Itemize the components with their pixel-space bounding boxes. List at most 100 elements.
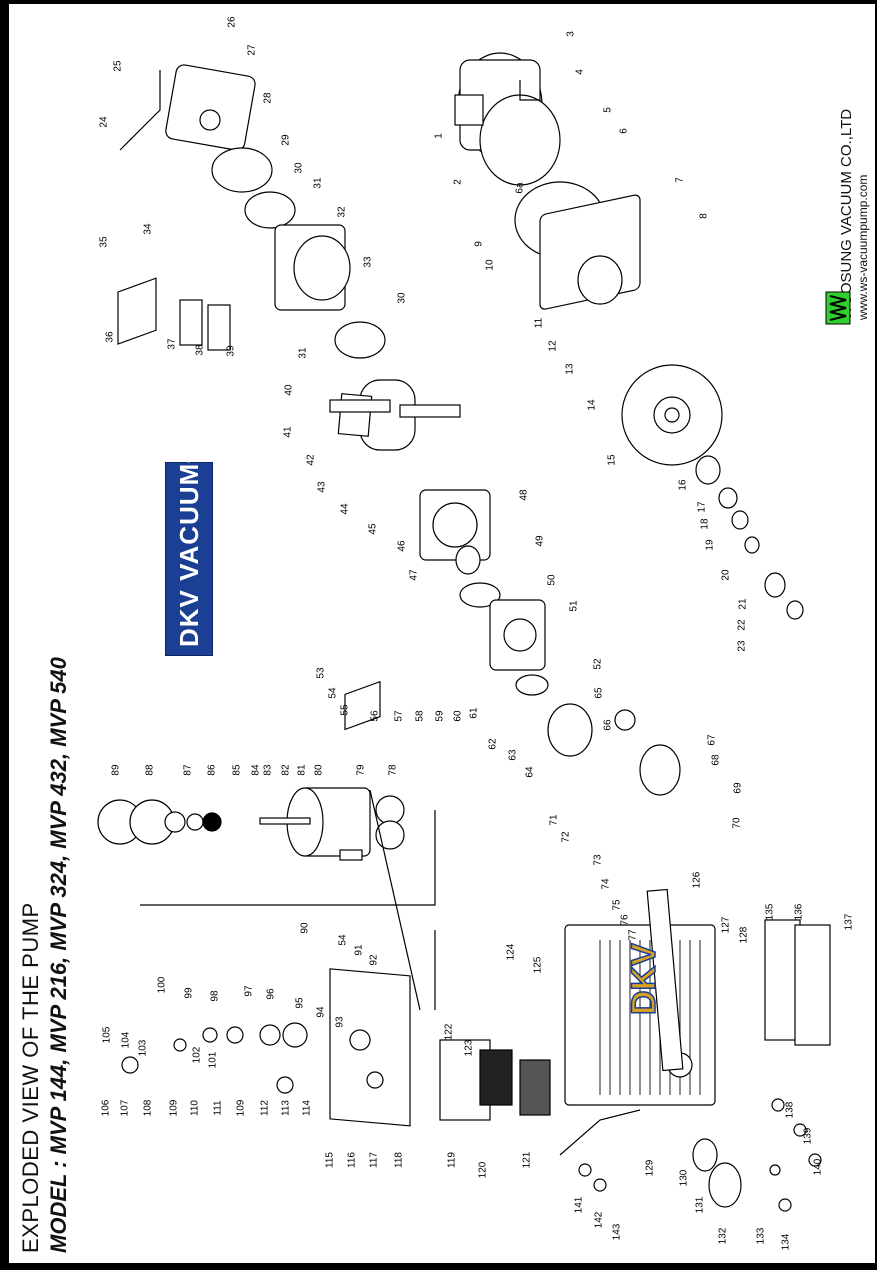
- part-label: 138: [784, 1101, 796, 1119]
- gasket: [211, 147, 273, 193]
- part-label: 68: [710, 754, 722, 766]
- part-label: 129: [644, 1159, 656, 1177]
- part-label: 57: [393, 710, 405, 722]
- dkv-vacuum-badge: DKV VACUUM®: [165, 443, 213, 656]
- part-label: 85: [231, 764, 243, 776]
- part-label: 38: [194, 344, 206, 356]
- part-label: 27: [246, 44, 258, 56]
- part-label: 5: [602, 107, 614, 113]
- part-label: 19: [704, 539, 716, 551]
- part-label: 37: [166, 338, 178, 350]
- part-label: 123: [463, 1039, 475, 1057]
- part-label: 140: [812, 1158, 824, 1176]
- part-label: 76: [619, 914, 631, 926]
- sight-cover: [794, 924, 831, 1046]
- part-label: 64: [524, 766, 536, 778]
- part-label: 142: [593, 1211, 605, 1229]
- part-label: 18: [699, 518, 711, 530]
- part-label: 47: [408, 569, 420, 581]
- part-label: 17: [696, 501, 708, 513]
- part-label: 115: [324, 1152, 336, 1168]
- part-label: 97: [243, 985, 255, 997]
- part-label: 103: [137, 1039, 149, 1057]
- filter-mesh: [519, 1059, 551, 1116]
- fan: [621, 364, 723, 466]
- part-label: 6: [618, 128, 630, 134]
- tank-dkv-logo: DKV: [625, 943, 663, 1015]
- part-label: 33: [362, 256, 374, 268]
- part-label: 31: [297, 347, 309, 359]
- part-label: 75: [611, 899, 623, 911]
- part-label: 122: [443, 1023, 455, 1041]
- part-label: 98: [209, 990, 221, 1002]
- part-label: 67: [706, 734, 718, 746]
- part-label: 137: [843, 913, 855, 931]
- part-label: 46: [396, 540, 408, 552]
- part-label: 128: [738, 926, 750, 944]
- lid-fittings: [121, 1022, 308, 1094]
- part-label: 86: [206, 764, 218, 776]
- part-label: 48: [518, 489, 530, 501]
- part-label: 58: [414, 710, 426, 722]
- part-label: 1: [433, 133, 445, 139]
- part-label: 136: [793, 903, 805, 921]
- part-label: 81: [296, 764, 308, 776]
- part-label: 11: [533, 317, 545, 329]
- part-label: 77: [627, 929, 639, 941]
- part-label: 127: [720, 916, 732, 934]
- part-label: 42: [305, 454, 317, 466]
- bearings: [695, 455, 804, 620]
- part-label: 84: [250, 764, 262, 776]
- part-label: 66: [602, 719, 614, 731]
- part-label: 120: [477, 1161, 489, 1179]
- separator-parts: [97, 799, 311, 845]
- part-label: 34: [142, 223, 154, 235]
- part-label: 7: [674, 177, 686, 183]
- part-label: 94: [315, 1006, 327, 1018]
- part-label: 89: [110, 764, 122, 776]
- part-label: 109: [235, 1099, 247, 1117]
- part-label: 49: [534, 535, 546, 547]
- part-label: 56: [369, 710, 381, 722]
- part-label: 26: [226, 16, 238, 28]
- part-label: 25: [112, 60, 124, 72]
- part-label: 90: [299, 922, 311, 934]
- part-label: 39: [225, 345, 237, 357]
- part-label: 40: [283, 384, 295, 396]
- part-label: 132: [717, 1227, 729, 1245]
- part-label: 30: [396, 292, 408, 304]
- tank-lid: [329, 968, 411, 1127]
- part-label: 45: [367, 523, 379, 535]
- part-label: 53: [315, 667, 327, 679]
- part-label: 109: [168, 1099, 180, 1117]
- part-label: 112: [259, 1100, 271, 1116]
- part-label: 16: [677, 479, 689, 491]
- sight-plate: [764, 919, 801, 1041]
- part-label: 80: [313, 764, 325, 776]
- part-label: 23: [736, 640, 748, 652]
- part-label: 65: [593, 687, 605, 699]
- rear-housing: [489, 599, 546, 671]
- part-label: 92: [368, 954, 380, 966]
- part-label: 135: [764, 903, 776, 921]
- part-label: 62: [487, 738, 499, 750]
- part-label: 41: [282, 426, 294, 438]
- part-label: 13: [564, 363, 576, 375]
- part-label: 117: [368, 1152, 380, 1168]
- part-label: 125: [532, 956, 544, 974]
- part-label: 82: [280, 764, 292, 776]
- part-label: 24: [98, 116, 110, 128]
- part-label: 22: [736, 619, 748, 631]
- part-label: 12: [547, 340, 559, 352]
- part-label: 60: [452, 710, 464, 722]
- part-label: 96: [265, 988, 277, 1000]
- part-label: 28: [262, 92, 274, 104]
- part-label: 99: [183, 987, 195, 999]
- part-label: 29: [280, 134, 292, 146]
- front-housing: [274, 224, 351, 311]
- part-label: 133: [755, 1227, 767, 1245]
- part-label: 88: [144, 764, 156, 776]
